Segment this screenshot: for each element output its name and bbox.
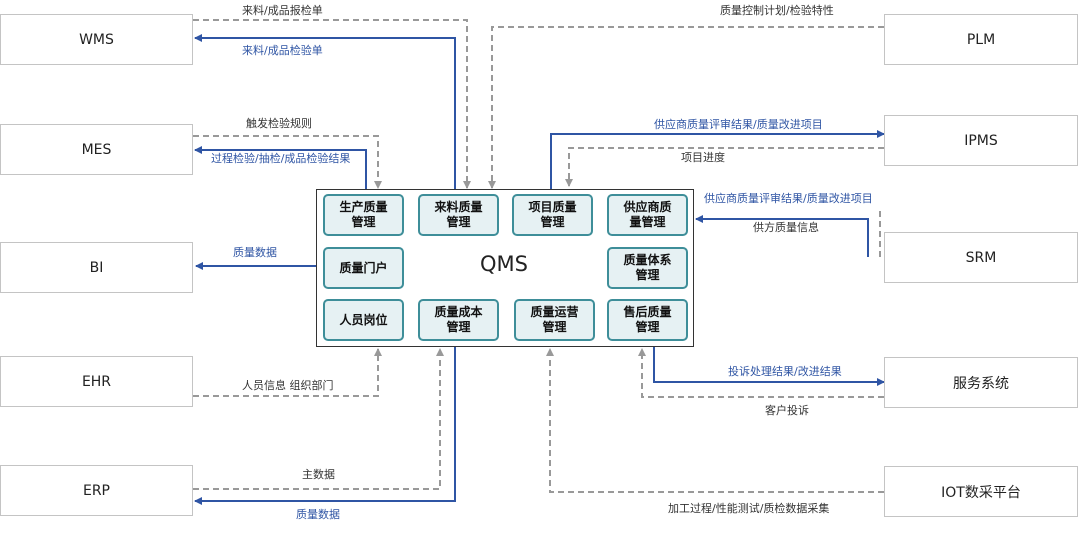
system-erp[interactable]: ERP (0, 465, 193, 516)
module-line: 质量成本 (434, 305, 483, 319)
label-srm-out: 供应商质量评审结果/质量改进项目 (704, 192, 873, 205)
module-incoming-quality[interactable]: 来料质量管理 (418, 194, 499, 236)
module-quality-cost[interactable]: 质量成本管理 (418, 299, 499, 341)
system-ehr-label: EHR (81, 373, 112, 390)
system-iot-label: IOT数采平台 (941, 484, 1021, 501)
iot-inbound-line (546, 348, 884, 493)
srm-outbound-line (695, 215, 869, 257)
system-plm-label: PLM (966, 31, 996, 48)
label-service-out: 投诉处理结果/改进结果 (728, 365, 842, 378)
system-mes[interactable]: MES (0, 124, 193, 175)
module-line: 管理 (446, 215, 471, 229)
ipms-outbound-line (550, 130, 885, 189)
module-quality-portal[interactable]: 质量门户 (323, 247, 404, 289)
qms-title: QMS (480, 252, 528, 276)
module-quality-system[interactable]: 质量体系管理 (607, 247, 688, 289)
system-bi[interactable]: BI (0, 242, 193, 293)
label-service-in: 客户投诉 (765, 404, 809, 417)
wms-outbound-line (194, 34, 456, 189)
system-srm[interactable]: SRM (884, 232, 1078, 283)
module-line: 项目质量 (528, 200, 577, 214)
module-line: 生产质量 (339, 200, 388, 214)
mes-outbound-line (194, 146, 367, 189)
module-line: 管理 (542, 320, 567, 334)
label-plm-in: 质量控制计划/检验特性 (720, 4, 834, 17)
label-wms-out: 来料/成品检验单 (242, 44, 323, 57)
label-erp-out: 质量数据 (296, 508, 340, 521)
erp-outbound-line (194, 347, 456, 505)
module-staff-post[interactable]: 人员岗位 (323, 299, 404, 341)
label-mes-out: 过程检验/抽检/成品检验结果 (211, 152, 351, 165)
label-iot-in: 加工过程/性能测试/质检数据采集 (668, 502, 830, 515)
system-erp-label: ERP (82, 482, 110, 499)
erp-inbound-line (193, 348, 444, 490)
module-supplier-quality[interactable]: 供应商质量管理 (607, 194, 688, 236)
module-line: 管理 (635, 320, 660, 334)
module-line: 质量门户 (339, 260, 388, 275)
module-production-quality[interactable]: 生产质量管理 (323, 194, 404, 236)
module-line: 供应商质 (623, 200, 672, 214)
system-mes-label: MES (81, 141, 112, 158)
module-line: 管理 (446, 320, 471, 334)
module-line: 质量体系 (623, 253, 672, 267)
system-service[interactable]: 服务系统 (884, 357, 1078, 408)
module-project-quality[interactable]: 项目质量管理 (512, 194, 593, 236)
module-line: 售后质量 (623, 305, 672, 319)
system-ehr[interactable]: EHR (0, 356, 193, 407)
system-bi-label: BI (89, 259, 104, 276)
system-service-label: 服务系统 (953, 375, 1009, 392)
system-wms[interactable]: WMS (0, 14, 193, 65)
module-line: 管理 (635, 268, 660, 282)
module-after-sales-quality[interactable]: 售后质量管理 (607, 299, 688, 341)
system-wms-label: WMS (79, 31, 114, 48)
label-wms-in: 来料/成品报检单 (242, 4, 323, 17)
module-line: 管理 (351, 215, 376, 229)
service-outbound-line (653, 347, 885, 386)
label-mes-in: 触发检验规则 (246, 117, 312, 130)
module-line: 管理 (540, 215, 565, 229)
module-line: 来料质量 (434, 200, 483, 214)
plm-inbound-line (488, 26, 884, 189)
system-plm[interactable]: PLM (884, 14, 1078, 65)
ipms-inbound-line (565, 147, 884, 187)
system-iot[interactable]: IOT数采平台 (884, 466, 1078, 517)
module-line: 质量运营 (530, 305, 579, 319)
system-ipms-label: IPMS (964, 132, 998, 149)
label-erp-in: 主数据 (302, 468, 335, 481)
module-line: 量管理 (629, 215, 666, 229)
wms-inbound-line (193, 19, 471, 189)
ehr-inbound-line (193, 348, 382, 397)
module-quality-operation[interactable]: 质量运营管理 (514, 299, 595, 341)
service-inbound-line (638, 348, 884, 398)
label-ipms-in: 项目进度 (681, 151, 725, 164)
system-srm-label: SRM (965, 249, 997, 266)
label-ehr-in: 人员信息 组织部门 (242, 379, 334, 392)
module-line: 人员岗位 (339, 312, 388, 327)
label-bi-out: 质量数据 (233, 246, 277, 259)
label-ipms-out: 供应商质量评审结果/质量改进项目 (654, 118, 823, 131)
mes-inbound-line (193, 135, 382, 189)
label-srm-in: 供方质量信息 (753, 221, 819, 234)
system-ipms[interactable]: IPMS (884, 115, 1078, 166)
